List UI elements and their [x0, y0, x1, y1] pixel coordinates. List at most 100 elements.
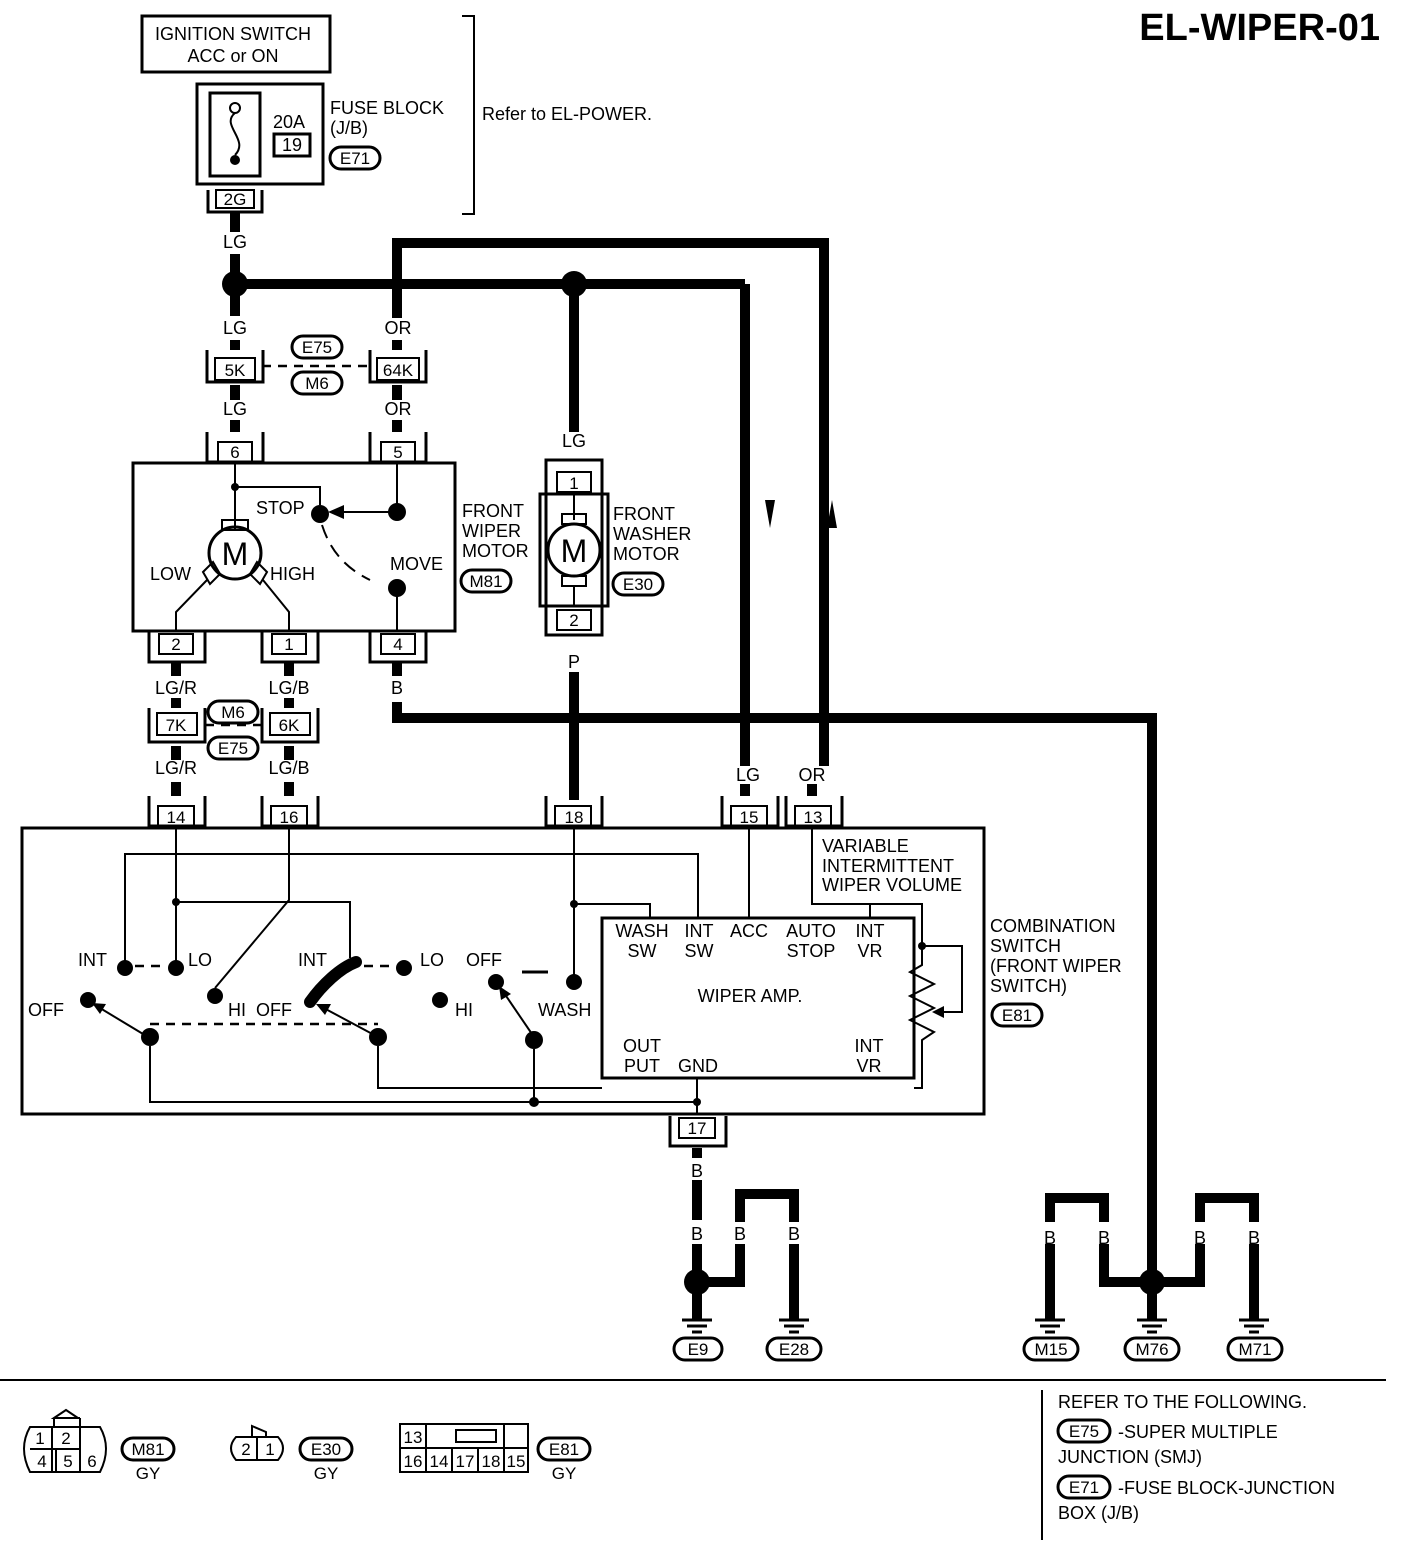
front-washer-motor: 1 M 2 FRONT WASHER MOTOR E30 [538, 458, 691, 637]
svg-text:18: 18 [565, 808, 584, 827]
smj-connector-mid: 7K 6K M6 E75 [147, 699, 320, 761]
svg-text:E71: E71 [1069, 1478, 1099, 1497]
ground-m76-icon: M76 [1123, 1318, 1181, 1362]
svg-text:2: 2 [61, 1429, 70, 1448]
ground-e28-icon: E28 [765, 1318, 823, 1362]
svg-text:ACC or ON: ACC or ON [187, 46, 278, 66]
svg-text:(J/B): (J/B) [330, 118, 368, 138]
svg-text:13: 13 [404, 1428, 423, 1447]
svg-text:COMBINATION: COMBINATION [990, 916, 1116, 936]
svg-text:4: 4 [393, 635, 402, 654]
svg-text:B: B [1146, 1228, 1158, 1248]
svg-text:HIGH: HIGH [270, 564, 315, 584]
svg-text:VR: VR [857, 941, 882, 961]
svg-text:OFF: OFF [28, 1000, 64, 1020]
svg-text:LO: LO [420, 950, 444, 970]
svg-text:E81: E81 [549, 1440, 579, 1459]
ground-m15-icon: M15 [1022, 1318, 1080, 1362]
svg-text:LG/B: LG/B [268, 758, 309, 778]
svg-text:B: B [1098, 1228, 1110, 1248]
svg-text:6: 6 [230, 443, 239, 462]
ground-m71-icon: M71 [1226, 1318, 1284, 1362]
svg-text:SWITCH: SWITCH [990, 936, 1061, 956]
svg-text:B: B [691, 1224, 703, 1244]
svg-text:2G: 2G [224, 190, 247, 209]
svg-text:INT: INT [685, 921, 714, 941]
svg-text:LG: LG [223, 399, 247, 419]
wires [171, 212, 1259, 1320]
svg-text:HI: HI [228, 1000, 246, 1020]
svg-text:1: 1 [284, 635, 293, 654]
svg-text:5K: 5K [225, 361, 246, 380]
svg-text:LG/B: LG/B [268, 678, 309, 698]
svg-text:LG: LG [223, 318, 247, 338]
svg-text:13: 13 [804, 808, 823, 827]
svg-text:E81: E81 [1002, 1006, 1032, 1025]
svg-text:INTERMITTENT: INTERMITTENT [822, 856, 954, 876]
svg-text:OR: OR [385, 399, 412, 419]
svg-text:GY: GY [314, 1464, 339, 1483]
power-bracket [462, 15, 475, 215]
svg-text:INT: INT [298, 950, 327, 970]
svg-text:VR: VR [856, 1056, 881, 1076]
svg-text:SW: SW [628, 941, 657, 961]
svg-text:B: B [1044, 1228, 1056, 1248]
svg-text:M6: M6 [221, 703, 245, 722]
wire-labels: LG LG OR LG OR LG P LG/R LG/B B LG/R LG/… [155, 232, 1260, 1248]
svg-text:M: M [222, 536, 249, 572]
svg-text:18: 18 [482, 1452, 501, 1471]
svg-text:LOW: LOW [150, 564, 191, 584]
svg-text:4: 4 [37, 1452, 46, 1471]
svg-text:17: 17 [456, 1452, 475, 1471]
svg-text:17: 17 [688, 1119, 707, 1138]
svg-text:16: 16 [404, 1452, 423, 1471]
svg-text:OUT: OUT [623, 1036, 661, 1056]
svg-text:5: 5 [63, 1452, 72, 1471]
svg-text:M15: M15 [1034, 1340, 1067, 1359]
svg-text:M76: M76 [1135, 1340, 1168, 1359]
svg-text:WASH: WASH [615, 921, 668, 941]
svg-text:14: 14 [430, 1452, 449, 1471]
svg-text:P: P [568, 652, 580, 672]
svg-text:E9: E9 [688, 1340, 709, 1359]
svg-text:2: 2 [241, 1440, 250, 1459]
svg-text:MOTOR: MOTOR [462, 541, 529, 561]
svg-text:LG: LG [736, 765, 760, 785]
svg-text:M81: M81 [469, 572, 502, 591]
svg-text:E28: E28 [779, 1340, 809, 1359]
svg-text:OR: OR [799, 765, 826, 785]
svg-text:WIPER VOLUME: WIPER VOLUME [822, 875, 962, 895]
splice-m76 [1139, 1269, 1165, 1295]
svg-text:14: 14 [167, 808, 186, 827]
svg-text:GY: GY [552, 1464, 577, 1483]
fuse-block: 20A 19 FUSE BLOCK (J/B) E71 2G [195, 82, 444, 214]
svg-text:B: B [1248, 1228, 1260, 1248]
svg-text:E30: E30 [623, 575, 653, 594]
svg-text:-SUPER MULTIPLE: -SUPER MULTIPLE [1118, 1422, 1278, 1442]
svg-text:SWITCH): SWITCH) [990, 976, 1067, 996]
svg-text:16: 16 [280, 808, 299, 827]
legend-m81: 1 2 4 5 6 M81 GY [23, 1408, 176, 1483]
svg-text:LG/R: LG/R [155, 678, 197, 698]
svg-text:B: B [691, 1161, 703, 1181]
svg-text:FRONT: FRONT [613, 504, 675, 524]
combination-switch: 14 16 18 15 13 [20, 796, 1122, 1148]
svg-text:OFF: OFF [466, 950, 502, 970]
smj-connector-top: 5K 64K E75 M6 [205, 334, 428, 396]
svg-text:REFER TO THE FOLLOWING.: REFER TO THE FOLLOWING. [1058, 1392, 1307, 1412]
ground-symbols: E9 E28 M15 M76 M71 [672, 1318, 1284, 1362]
svg-text:1: 1 [265, 1440, 274, 1459]
svg-text:15: 15 [740, 808, 759, 827]
svg-text:19: 19 [282, 135, 302, 155]
svg-text:LG: LG [223, 232, 247, 252]
svg-text:LG/R: LG/R [155, 758, 197, 778]
svg-text:HI: HI [455, 1000, 473, 1020]
svg-text:B: B [788, 1224, 800, 1244]
svg-text:B: B [1194, 1228, 1206, 1248]
diagram-title: EL-WIPER-01 [1139, 7, 1380, 49]
svg-text:1: 1 [569, 474, 578, 493]
svg-text:E75: E75 [218, 739, 248, 758]
svg-text:WIPER AMP.: WIPER AMP. [698, 986, 803, 1006]
svg-text:15: 15 [507, 1452, 526, 1471]
